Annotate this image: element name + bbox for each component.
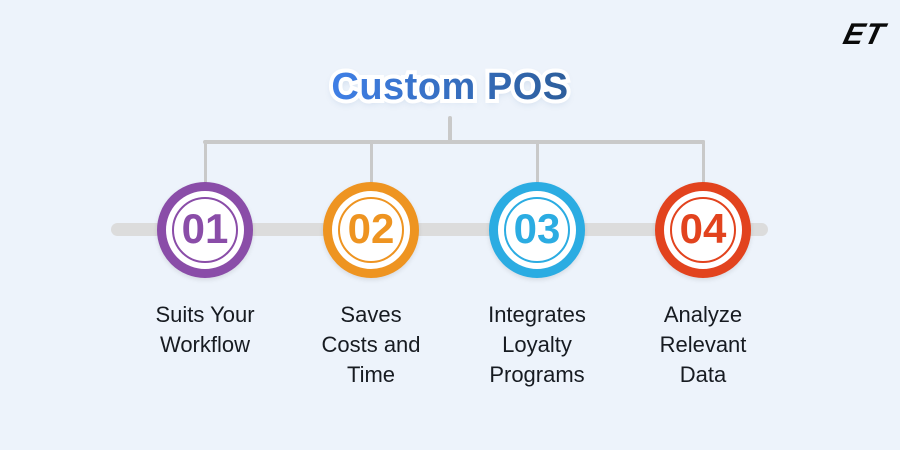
step-2-circle: 02	[323, 182, 419, 278]
diagram-title: Custom POS Custom POS	[0, 62, 900, 112]
step-1-number: 01	[181, 205, 229, 252]
connector-drop-2	[369, 140, 373, 185]
step-4-inner-ring: 04	[670, 197, 736, 263]
step-3-circle: 03	[489, 182, 585, 278]
step-1-label: Suits Your Workflow	[155, 302, 255, 357]
timeline-backbone	[111, 223, 768, 236]
diagram-title-text: Custom POS	[331, 66, 569, 108]
connector-title-stub	[448, 116, 452, 143]
step-4-circle: 04	[655, 182, 751, 278]
step-1: 01 Suits Your Workflow	[110, 182, 300, 360]
step-2-label: Saves Costs and Time	[321, 302, 421, 387]
diagram-title-outline: Custom POS	[327, 62, 572, 112]
et-logo-icon: ET	[839, 18, 889, 51]
connector-drop-4	[701, 140, 705, 185]
step-2-number: 02	[347, 205, 395, 252]
diagram-title-stack: Custom POS Custom POS	[327, 62, 572, 112]
step-2: 02 Saves Costs and Time	[276, 182, 466, 390]
step-1-inner-ring: 01	[172, 197, 238, 263]
step-4-label: Analyze Relevant Data	[659, 302, 747, 387]
step-3-inner-ring: 03	[504, 197, 570, 263]
connector-drop-3	[535, 140, 539, 185]
step-3-label: Integrates Loyalty Programs	[488, 302, 586, 387]
step-4-number: 04	[679, 205, 727, 252]
step-2-inner-ring: 02	[338, 197, 404, 263]
step-4: 04 Analyze Relevant Data	[608, 182, 798, 390]
connector-drop-1	[203, 140, 207, 185]
step-3: 03 Integrates Loyalty Programs	[442, 182, 632, 390]
step-1-circle: 01	[157, 182, 253, 278]
connector-horizontal-bar	[203, 140, 705, 144]
step-3-number: 03	[513, 205, 561, 252]
